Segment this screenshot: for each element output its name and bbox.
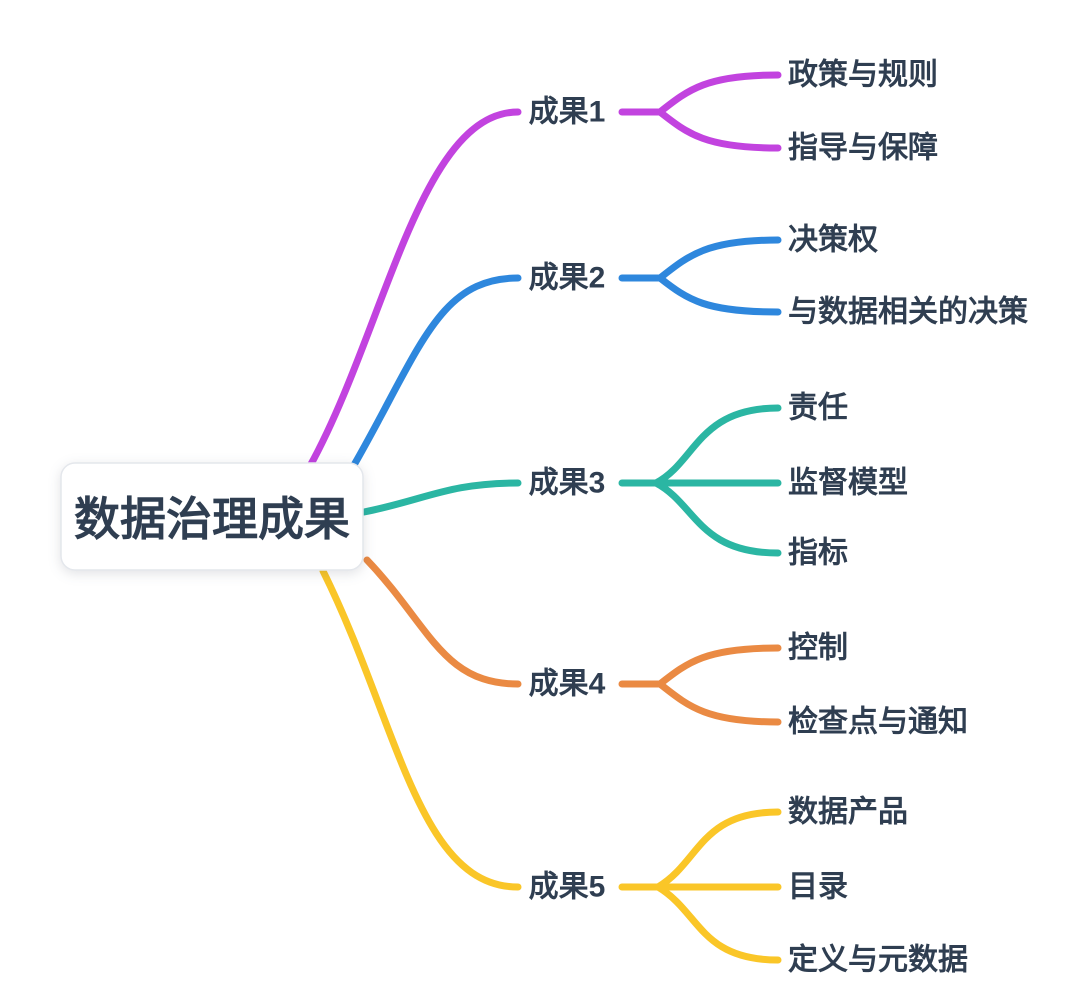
branch-3-child-2-label[interactable]: 监督模型	[788, 467, 908, 500]
central-topic-label: 数据治理成果	[74, 493, 350, 545]
central-topic-box[interactable]	[60, 462, 364, 571]
branch-3-label[interactable]: 成果3	[529, 467, 606, 500]
branch-3: 成果3 责任 监督模型 指标	[360, 392, 908, 570]
branch-2-fork	[618, 236, 782, 316]
branch-4-connector	[363, 556, 522, 688]
branch-3-child-3-label[interactable]: 指标	[788, 537, 848, 570]
branch-4-label[interactable]: 成果4	[529, 668, 606, 701]
branch-1-fork	[618, 71, 782, 152]
branch-1-label[interactable]: 成果1	[529, 96, 606, 129]
branch-5: 成果5 数据产品 目录 定义与元数据	[319, 567, 968, 977]
branch-1-child-2-label[interactable]: 指导与保障	[788, 131, 938, 165]
branch-3-child-1-label[interactable]: 责任	[788, 392, 848, 425]
branch-2-connector	[350, 274, 522, 469]
branch-3-fork	[618, 404, 782, 557]
branch-4-fork	[618, 644, 782, 726]
branch-1-connector	[306, 108, 522, 470]
branch-2-child-1-label[interactable]: 决策权	[788, 223, 878, 257]
branch-2-child-2-label[interactable]: 与数据相关的决策	[788, 295, 1028, 329]
branch-5-connector	[319, 567, 522, 891]
branch-5-fork	[618, 808, 782, 964]
branch-5-label[interactable]: 成果5	[529, 871, 606, 904]
branch-5-child-2-label[interactable]: 目录	[788, 871, 848, 904]
branch-5-child-3-label[interactable]: 定义与元数据	[788, 943, 968, 977]
branch-1: 成果1 政策与规则 指导与保障	[306, 58, 938, 470]
branch-2: 成果2 决策权 与数据相关的决策	[350, 223, 1028, 469]
branch-5-child-1-label[interactable]: 数据产品	[788, 796, 908, 829]
branch-4-child-1-label[interactable]: 控制	[788, 632, 848, 665]
branch-4: 成果4 控制 检查点与通知	[363, 556, 968, 739]
branch-3-connector	[360, 479, 522, 516]
central-topic[interactable]: 数据治理成果	[60, 462, 364, 571]
branch-2-label[interactable]: 成果2	[529, 262, 606, 295]
branch-1-child-1-label[interactable]: 政策与规则	[788, 58, 938, 92]
branch-4-child-2-label[interactable]: 检查点与通知	[788, 705, 968, 739]
